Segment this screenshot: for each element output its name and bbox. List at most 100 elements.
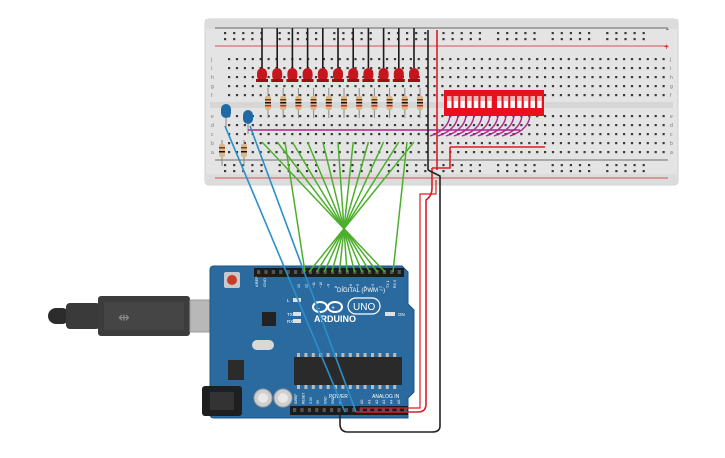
breadboard-hole[interactable] [496, 151, 499, 154]
breadboard-hole[interactable] [630, 58, 634, 61]
rail-hole[interactable] [506, 38, 509, 41]
breadboard-hole[interactable] [480, 58, 483, 61]
breadboard-hole[interactable] [472, 85, 476, 88]
rail-hole[interactable] [588, 164, 591, 167]
breadboard-hole[interactable] [575, 115, 578, 118]
breadboard-hole[interactable] [654, 151, 657, 154]
breadboard-hole[interactable] [583, 151, 586, 154]
breadboard-hole[interactable] [386, 151, 389, 154]
breadboard-hole[interactable] [615, 115, 618, 118]
breadboard-hole[interactable] [386, 58, 389, 61]
analog-power-pin[interactable] [322, 408, 326, 412]
led[interactable] [333, 68, 343, 81]
rail-hole[interactable] [606, 164, 609, 167]
breadboard-hole[interactable] [607, 124, 610, 127]
breadboard-hole[interactable] [646, 133, 649, 136]
breadboard-hole[interactable] [536, 151, 539, 154]
rail-hole[interactable] [296, 170, 299, 173]
wire-green-led[interactable] [291, 141, 371, 273]
breadboard-hole[interactable] [472, 67, 476, 70]
breadboard-hole[interactable] [243, 94, 246, 97]
breadboard-hole[interactable] [472, 76, 476, 79]
breadboard-hole[interactable] [496, 124, 499, 127]
breadboard-hole[interactable] [243, 58, 246, 61]
rail-hole[interactable] [551, 38, 554, 41]
breadboard-hole[interactable] [583, 124, 586, 127]
rail-hole[interactable] [515, 170, 518, 173]
breadboard-hole[interactable] [662, 151, 665, 154]
led[interactable] [409, 68, 419, 81]
breadboard-hole[interactable] [591, 85, 594, 88]
breadboard-hole[interactable] [409, 133, 412, 136]
breadboard-hole[interactable] [259, 58, 262, 61]
breadboard-hole[interactable] [393, 115, 397, 118]
breadboard-hole[interactable] [630, 115, 634, 118]
rail-hole[interactable] [606, 32, 609, 35]
breadboard-hole[interactable] [378, 124, 381, 127]
breadboard-hole[interactable] [283, 124, 286, 127]
breadboard-hole[interactable] [567, 151, 570, 154]
breadboard-hole[interactable] [496, 142, 499, 145]
breadboard-hole[interactable] [599, 67, 602, 70]
breadboard-hole[interactable] [314, 94, 318, 97]
rail-hole[interactable] [260, 170, 263, 173]
breadboard-hole[interactable] [433, 94, 436, 97]
breadboard-hole[interactable] [615, 133, 618, 136]
breadboard-hole[interactable] [591, 142, 594, 145]
breadboard-hole[interactable] [228, 76, 231, 79]
rail-hole[interactable] [497, 164, 500, 167]
breadboard-hole[interactable] [544, 58, 547, 61]
led[interactable] [272, 68, 283, 81]
breadboard-hole[interactable] [662, 85, 665, 88]
rail-hole[interactable] [642, 38, 645, 41]
photo-sensor-group[interactable] [219, 104, 253, 166]
breadboard-hole[interactable] [259, 133, 262, 136]
breadboard-hole[interactable] [425, 76, 428, 79]
breadboard-hole[interactable] [378, 142, 381, 145]
rail-hole[interactable] [415, 164, 418, 167]
breadboard-hole[interactable] [544, 115, 547, 118]
rail-hole[interactable] [224, 38, 227, 41]
rail-hole[interactable] [296, 32, 299, 35]
breadboard-hole[interactable] [417, 133, 420, 136]
breadboard-hole[interactable] [654, 67, 657, 70]
rail-hole[interactable] [333, 38, 336, 41]
wire-green-led[interactable] [322, 141, 356, 273]
wire-black-gnd[interactable] [339, 169, 441, 433]
rail-hole[interactable] [615, 32, 618, 35]
breadboard-hole[interactable] [386, 124, 389, 127]
breadboard-hole[interactable] [599, 76, 602, 79]
breadboard-hole[interactable] [228, 58, 231, 61]
breadboard-hole[interactable] [378, 133, 381, 136]
rail-hole[interactable] [569, 164, 572, 167]
breadboard-hole[interactable] [275, 115, 278, 118]
breadboard-hole[interactable] [267, 85, 270, 88]
arduino-uno-board[interactable]: ⇹ DIGITAL (PWM ~) ARDUINO [48, 265, 415, 419]
breadboard-hole[interactable] [654, 58, 657, 61]
breadboard-hole[interactable] [330, 85, 333, 88]
breadboard-hole[interactable] [536, 124, 539, 127]
breadboard-hole[interactable] [314, 85, 318, 88]
breadboard-hole[interactable] [330, 133, 333, 136]
breadboard-hole[interactable] [512, 67, 515, 70]
breadboard-hole[interactable] [536, 85, 539, 88]
breadboard-hole[interactable] [393, 67, 397, 70]
rail-hole[interactable] [588, 170, 591, 173]
dip-switch-toggle[interactable] [523, 96, 529, 108]
breadboard-hole[interactable] [536, 76, 539, 79]
breadboard-hole[interactable] [251, 85, 254, 88]
wire-green-led[interactable] [308, 141, 415, 273]
rail-hole[interactable] [578, 38, 582, 41]
breadboard-hole[interactable] [251, 124, 254, 127]
rail-hole[interactable] [242, 32, 245, 35]
breadboard-hole[interactable] [520, 58, 523, 61]
breadboard-hole[interactable] [575, 133, 578, 136]
breadboard-hole[interactable] [417, 142, 420, 145]
breadboard-hole[interactable] [378, 67, 381, 70]
dip-switch-toggle[interactable] [473, 96, 479, 108]
rail-hole[interactable] [569, 32, 572, 35]
rail-hole[interactable] [233, 170, 236, 173]
breadboard-hole[interactable] [567, 133, 570, 136]
breadboard-hole[interactable] [551, 94, 555, 97]
dip-switch-toggle[interactable] [453, 96, 459, 108]
